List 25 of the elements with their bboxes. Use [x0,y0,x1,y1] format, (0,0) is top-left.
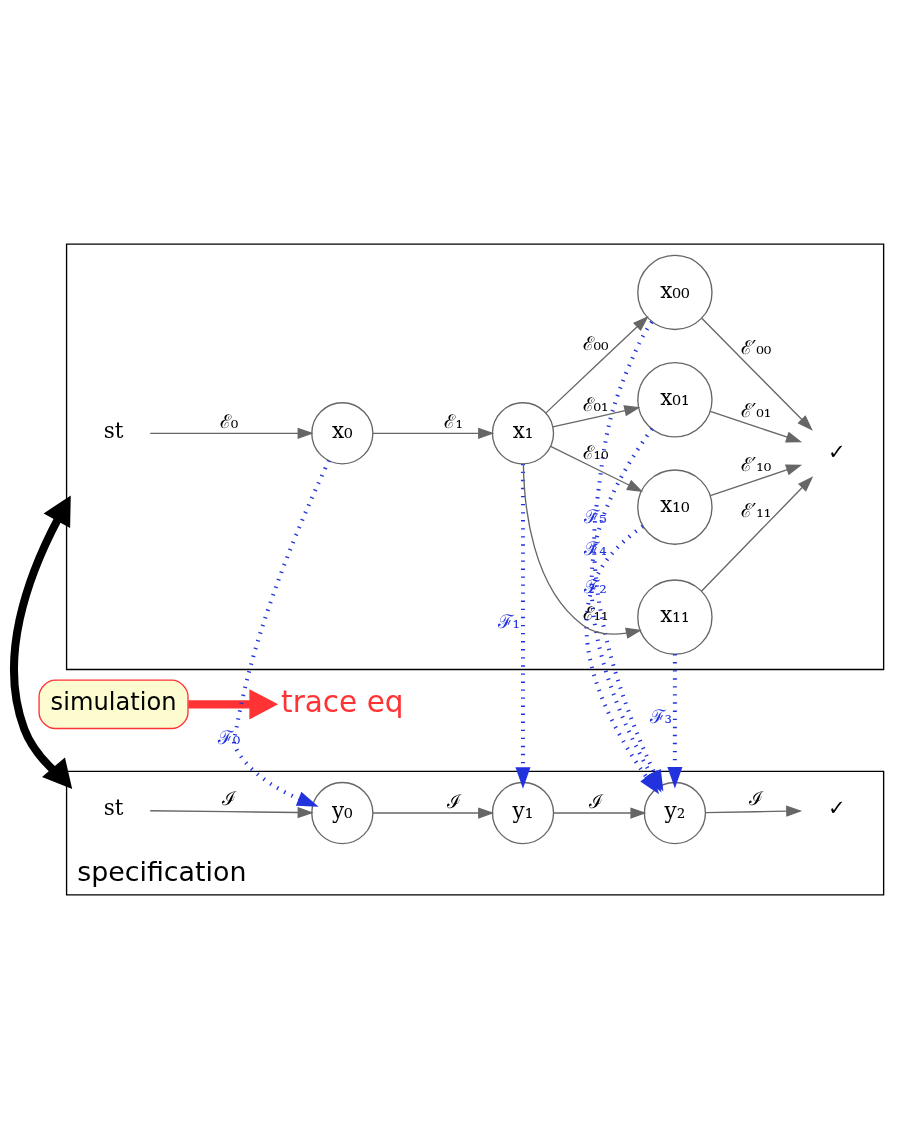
edge-label: ℰ₁₁ [582,602,609,624]
edge-label: ℱ₀ [217,726,241,748]
node-text: ✓ [827,438,846,464]
edge-label: ℐ [221,787,236,809]
edge-label: ℰ′₀₁ [741,399,772,421]
edge-label: ℱ₄ [584,537,607,559]
edge-label: ℰ′₀₀ [741,336,772,358]
edge-label: ℱ₁ [497,610,521,632]
edge-label: ℰ₀₁ [582,393,609,415]
edge-label: ℰ₁₀ [582,441,609,463]
edge-label: ℱ₅ [584,505,607,527]
edge-label: ℐ [749,787,764,809]
edge-label: ℐ [588,790,603,812]
node-text: ✓ [827,794,846,820]
edge-label: ℰ₀ [219,410,239,432]
edge-label: ℰ₀₀ [582,332,609,354]
edge-label: ℐ [446,790,461,812]
edge-label: ℱ₂ [584,575,607,597]
node-text: trace eq [281,684,404,719]
edge-label: ℰ′₁₀ [741,453,772,475]
node-text: st [103,794,124,820]
edge-label: ℱ₃ [649,705,673,727]
edge-label: ℰ′₁₁ [741,499,772,521]
edge-label: ℰ₁ [444,410,463,432]
node-text: st [103,417,124,443]
